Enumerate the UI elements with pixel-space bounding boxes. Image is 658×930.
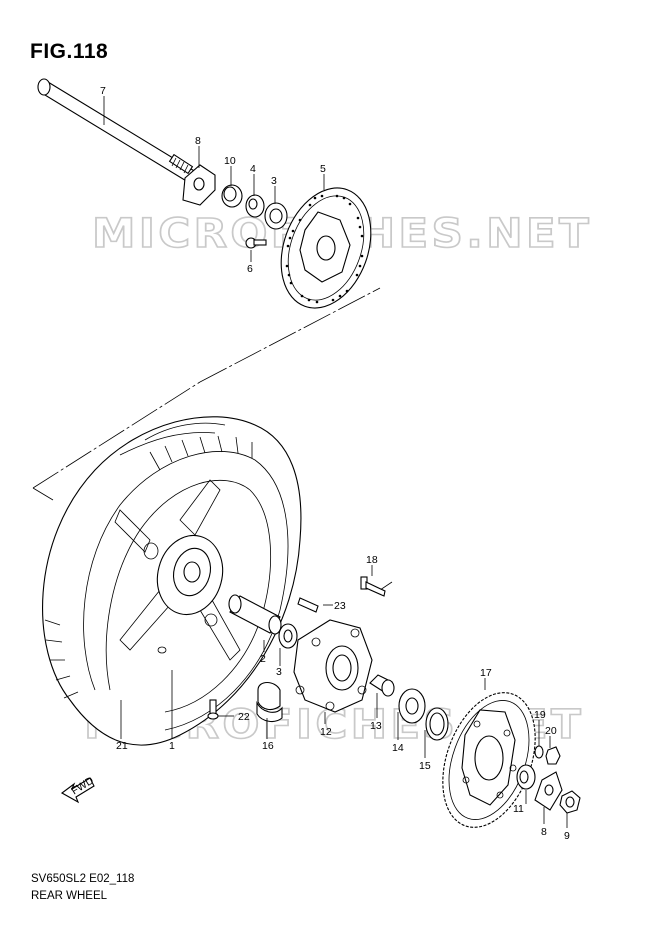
- callout-10: 10: [224, 155, 236, 167]
- callout-12: 12: [320, 726, 332, 738]
- callout-19: 19: [534, 709, 546, 721]
- callout-8-upper: 8: [195, 135, 201, 147]
- callout-6: 6: [247, 263, 253, 275]
- spacer-upper-drawing: [245, 194, 265, 218]
- leader-lines: [103, 96, 568, 828]
- callout-8-lower: 8: [541, 826, 547, 838]
- brake-disc-drawing: [280, 187, 372, 309]
- sprocket-nut-drawing: [545, 746, 561, 765]
- axle-nut-drawing: [559, 790, 581, 814]
- sprocket-drawing: [442, 692, 536, 828]
- diagram-subtitle: REAR WHEEL: [31, 890, 108, 902]
- spacer-right-drawing: [516, 764, 536, 790]
- callout-7: 7: [100, 85, 106, 97]
- pin-drawing: [297, 597, 319, 613]
- callout-3-upper: 3: [271, 175, 277, 187]
- callout-23: 23: [334, 600, 346, 612]
- bolt-centerline: [379, 581, 393, 591]
- fwd-arrow-icon: FWD: [60, 774, 96, 804]
- wheel-spacer-drawing: [228, 594, 282, 635]
- bearing-upper-drawing: [264, 202, 288, 230]
- callout-9: 9: [564, 830, 570, 842]
- drum-spacer-drawing: [369, 674, 395, 697]
- assembly-boundary-corner: [32, 487, 54, 501]
- diagram-code: SV650SL2 E02_118: [31, 873, 135, 885]
- callout-16: 16: [262, 740, 274, 752]
- damper-drawing: [256, 681, 283, 723]
- sprocket-drum-drawing: [293, 619, 373, 713]
- callout-14: 14: [392, 742, 404, 754]
- fwd-label: FWD: [69, 774, 96, 797]
- callout-13: 13: [370, 720, 382, 732]
- assembly-boundary-upper: [199, 287, 381, 383]
- callout-2: 2: [260, 653, 266, 665]
- chain-adjuster-upper-drawing: [182, 164, 216, 206]
- drum-bearing-drawing: [398, 688, 426, 724]
- callout-1: 1: [169, 740, 175, 752]
- oil-seal-drawing: [425, 707, 449, 741]
- callout-3-lower: 3: [276, 666, 282, 678]
- callout-4: 4: [250, 163, 256, 175]
- washer-drawing: [534, 745, 544, 759]
- callout-15: 15: [419, 760, 431, 772]
- sprocket-bolt-drawing: [360, 576, 386, 597]
- callout-21: 21: [116, 740, 128, 752]
- chain-adjuster-lower-drawing: [534, 771, 563, 811]
- callout-18: 18: [366, 554, 378, 566]
- callout-labels: 7 8 10 4 3 5 6 18 23 2 3 17 19 20 22 13 …: [100, 85, 570, 842]
- callout-17: 17: [480, 667, 492, 679]
- collar-drawing: [221, 184, 243, 208]
- axle-drawing: [37, 78, 197, 183]
- figure-title: FIG.118: [30, 40, 109, 63]
- callout-22: 22: [238, 711, 250, 723]
- wheel-assembly-drawing: [42, 416, 302, 746]
- bearing-lower-drawing: [278, 623, 298, 649]
- valve-drawing: [207, 699, 219, 720]
- callout-20: 20: [545, 725, 557, 737]
- assembly-boundary-left: [32, 381, 201, 489]
- disc-bolt-drawing: [245, 237, 267, 249]
- callout-5: 5: [320, 163, 326, 175]
- callout-11: 11: [513, 803, 524, 815]
